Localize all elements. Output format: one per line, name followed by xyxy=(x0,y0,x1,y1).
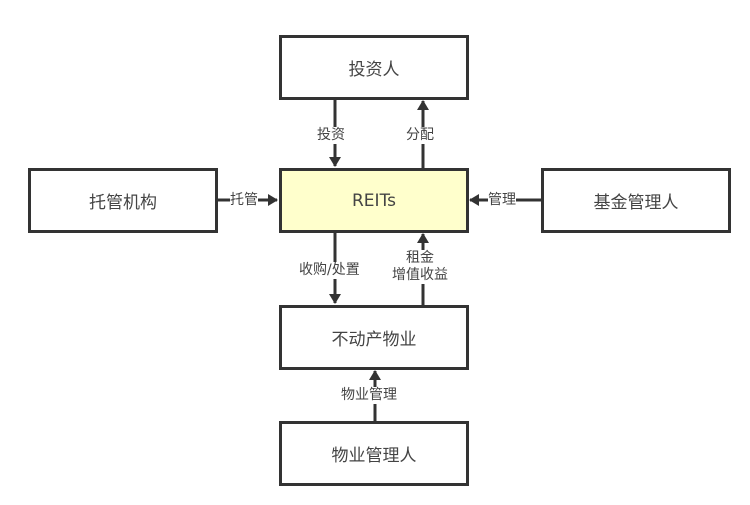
edge-label-custody: 托管 xyxy=(230,192,258,209)
node-reits: REITs xyxy=(279,168,469,233)
edge-label-invest: 投资 xyxy=(317,127,345,144)
edge-label-manage: 管理 xyxy=(488,192,516,209)
node-fund-manager: 基金管理人 xyxy=(541,168,731,233)
node-property: 不动产物业 xyxy=(279,305,469,370)
node-property-manager: 物业管理人 xyxy=(279,421,469,486)
node-investor: 投资人 xyxy=(279,35,469,100)
edge-label-rent: 租金 增值收益 xyxy=(392,250,448,284)
node-reits-label: REITs xyxy=(352,190,396,211)
edge-label-distribute: 分配 xyxy=(406,127,434,144)
edge-label-rent-line1: 租金 xyxy=(406,250,434,266)
node-property-manager-label: 物业管理人 xyxy=(331,446,417,466)
node-custodian: 托管机构 xyxy=(28,168,218,233)
edge-label-rent-line2: 增值收益 xyxy=(392,267,448,283)
node-custodian-label: 托管机构 xyxy=(89,193,157,213)
edge-label-acquire-dispose: 收购/处置 xyxy=(299,262,360,279)
edge-label-property-management: 物业管理 xyxy=(341,387,397,404)
node-fund-manager-label: 基金管理人 xyxy=(593,193,679,213)
node-property-label: 不动产物业 xyxy=(331,330,417,350)
node-investor-label: 投资人 xyxy=(348,60,400,80)
